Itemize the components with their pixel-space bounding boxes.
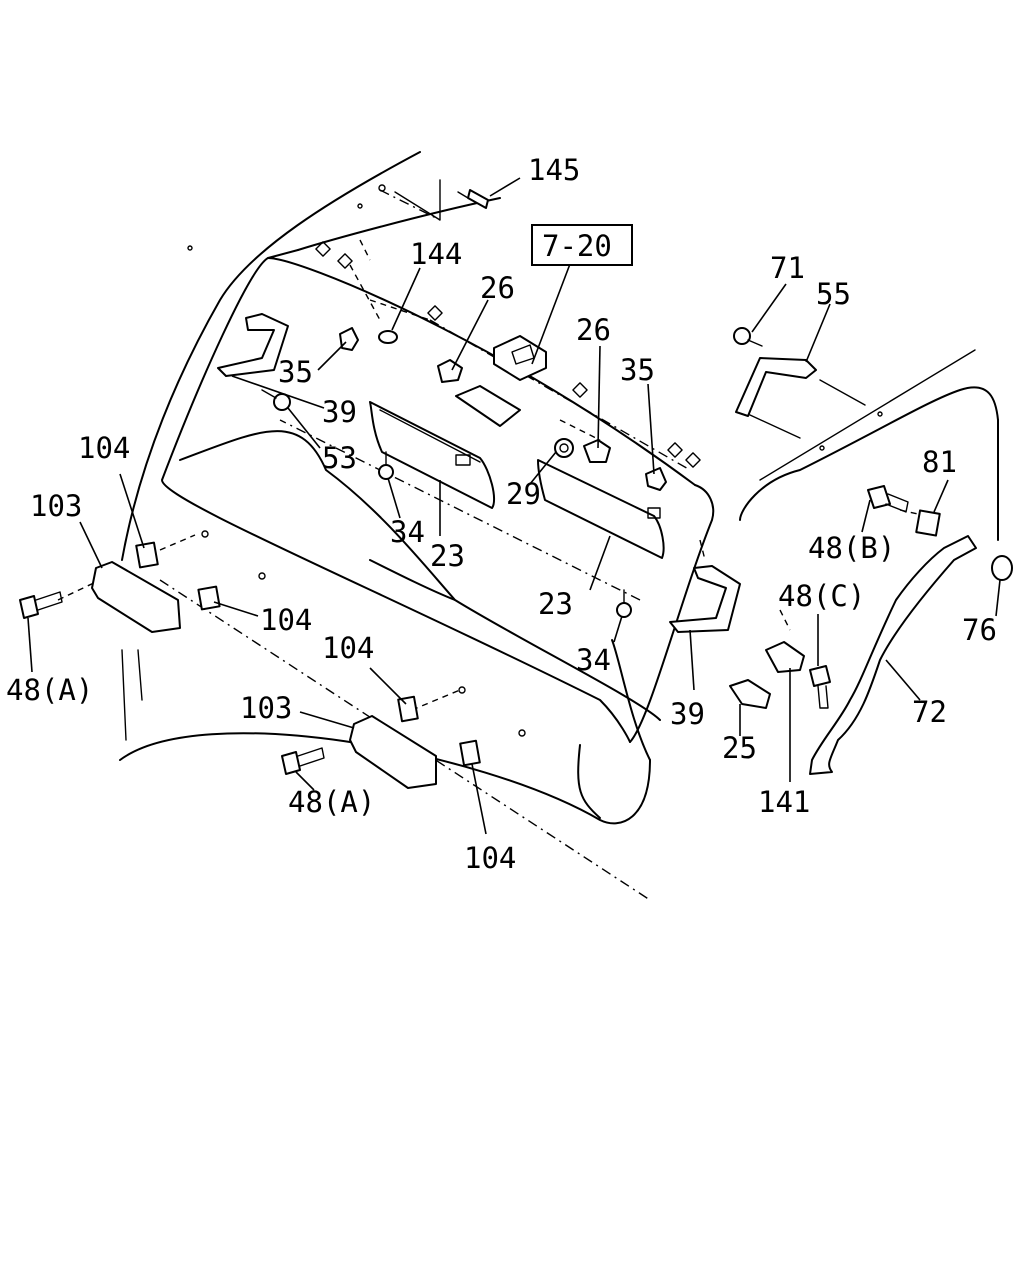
label-71: 71 [770, 251, 805, 285]
label-81: 81 [922, 445, 957, 479]
label-104-d: 104 [464, 841, 516, 875]
label-39-right: 39 [670, 697, 705, 731]
label-48c: 48(C) [778, 579, 865, 613]
label-26-right: 26 [576, 313, 611, 347]
label-53: 53 [322, 441, 357, 475]
label-104-b: 104 [260, 603, 312, 637]
label-48b: 48(B) [808, 531, 895, 565]
label-7-20-box [531, 224, 633, 266]
roof-panel [119, 151, 999, 825]
label-25: 25 [722, 731, 757, 765]
label-103-left: 103 [30, 489, 82, 523]
clip-26-right [583, 439, 611, 463]
bolt-48b [867, 485, 909, 513]
callout-labels: 145 144 7-20 26 26 71 55 35 35 39 39 53 … [6, 153, 997, 875]
holder-35-right [645, 467, 667, 491]
label-34-right: 34 [576, 643, 611, 677]
grip-39-right [669, 565, 741, 633]
label-48a-left: 48(A) [6, 673, 93, 707]
label-104-c: 104 [322, 631, 374, 665]
screw-145 [457, 189, 489, 209]
sun-visor-left [369, 401, 496, 509]
bracket-55 [735, 357, 817, 417]
screw-34-left [378, 451, 394, 480]
label-35-right: 35 [620, 353, 655, 387]
bolt-48c [809, 665, 831, 709]
label-72: 72 [912, 695, 947, 729]
sun-visor-right [537, 459, 665, 559]
label-29: 29 [506, 477, 541, 511]
washer-81 [915, 509, 941, 537]
screw-34-right [616, 589, 632, 618]
bolt-71 [733, 327, 763, 347]
label-144: 144 [410, 237, 462, 271]
label-23-right: 23 [538, 587, 573, 621]
label-23-left: 23 [430, 539, 465, 573]
leader-lines [27, 177, 1001, 835]
rail-72 [809, 535, 977, 775]
clip-104-d [459, 739, 481, 767]
clip-104-b [197, 585, 221, 611]
clip-104-a [135, 541, 159, 569]
holder-25 [729, 679, 771, 709]
grip-39-left [217, 313, 289, 377]
part-29 [554, 438, 574, 458]
handle-103-left [91, 561, 181, 633]
label-26-left: 26 [480, 271, 515, 305]
label-141: 141 [758, 785, 810, 819]
bracket-141 [765, 641, 805, 673]
clip-26-left [437, 359, 463, 383]
bolt-48a-left [19, 591, 63, 619]
clip-104-c [397, 695, 419, 723]
bolt-53 [261, 389, 291, 411]
label-7-20: 7-20 [542, 229, 612, 263]
clip-markers [187, 184, 883, 737]
label-104-a: 104 [78, 431, 130, 465]
label-35-left: 35 [278, 355, 313, 389]
label-39-left: 39 [322, 395, 357, 429]
label-48a-right: 48(A) [288, 785, 375, 819]
plug-144 [378, 330, 398, 344]
label-34-left: 34 [390, 515, 425, 549]
label-145: 145 [528, 153, 580, 187]
label-55: 55 [816, 277, 851, 311]
holder-35-left [339, 327, 359, 351]
label-76: 76 [962, 613, 997, 647]
grommet-76 [991, 555, 1013, 581]
mirror-7-20 [455, 335, 547, 427]
handle-103-right [349, 715, 437, 789]
bolt-48a-right [281, 747, 325, 775]
label-103-right: 103 [240, 691, 292, 725]
